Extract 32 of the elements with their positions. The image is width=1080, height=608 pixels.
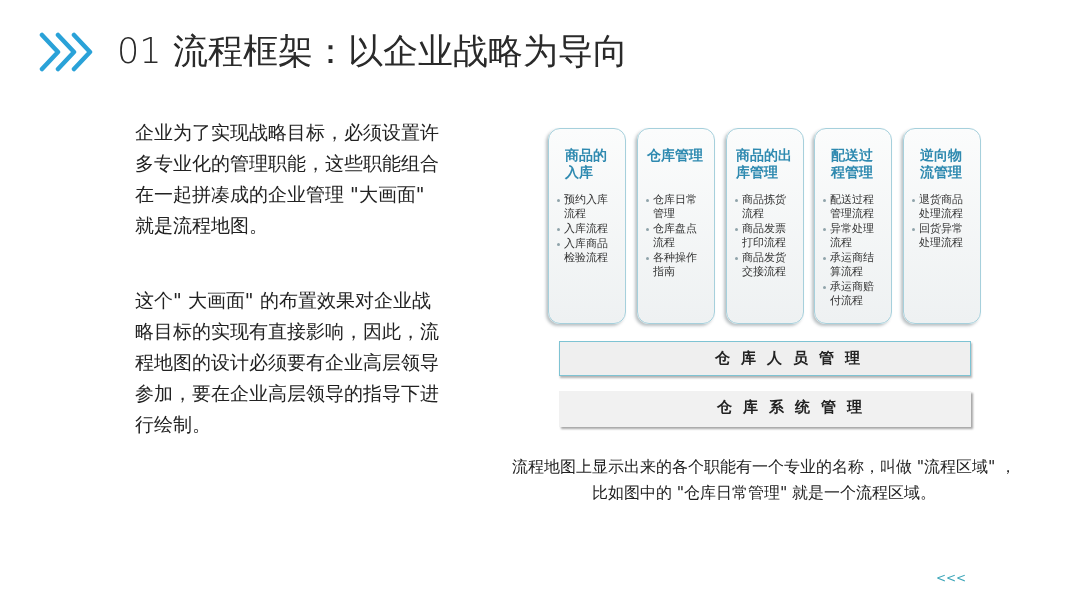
list-item: 仓库盘点流程 xyxy=(653,222,698,250)
list-item: 各种操作指南 xyxy=(653,251,698,279)
card-heading: 商品的出库管理 xyxy=(736,147,793,181)
process-card xyxy=(548,128,626,324)
list-item: 商品发票打印流程 xyxy=(742,222,787,250)
nav-text: <<< xyxy=(936,571,967,585)
process-card xyxy=(637,128,715,324)
page-title: 01 流程框架：以企业战略为导向 xyxy=(117,30,628,73)
card-heading: 配送过程管理 xyxy=(831,147,874,181)
card-heading: 逆向物流管理 xyxy=(920,147,963,181)
list-item: 退货商品处理流程 xyxy=(919,193,964,221)
paragraph: 企业为了实现战略目标，必须设置许多专业化的管理职能，这些职能组合在一起拼凑成的企业管理 "大画面" 就是流程地图。 xyxy=(135,120,440,238)
caption: 流程地图上显示出来的各个职能有一个专业的名称，叫做 "流程区域" ，比如图中的 "仓库日常管理" 就是一个流程区域。 xyxy=(510,456,1018,504)
list-item: 仓库日常管理 xyxy=(653,193,698,221)
list-item: 异常处理流程 xyxy=(830,222,875,250)
band: 仓库系统管理 xyxy=(559,391,971,427)
list-item: 商品发货交接流程 xyxy=(742,251,787,279)
process-card xyxy=(903,128,981,324)
list-item: 承运商赔付流程 xyxy=(830,280,875,308)
paragraph: 这个" 大画面" 的布置效果对企业战略目标的实现有直接影响，因此，流程地图的设计必须要有企业高层领导参加，要在企业高层领导的指导下进行绘制。 xyxy=(135,288,440,437)
list-item: 入库商品检验流程 xyxy=(564,237,609,265)
list-item: 承运商结算流程 xyxy=(830,251,875,279)
list-item: 商品拣货流程 xyxy=(742,193,787,221)
card-heading: 仓库管理 xyxy=(647,147,704,165)
band: 仓库人员管理 xyxy=(559,341,971,376)
process-card xyxy=(726,128,804,324)
list-item: 配送过程管理流程 xyxy=(830,193,875,221)
card-heading: 商品的入库 xyxy=(565,147,608,181)
list-item: 回货异常处理流程 xyxy=(919,222,964,250)
list-item: 预约入库流程 xyxy=(564,193,609,221)
list-item: 入库流程 xyxy=(564,222,609,236)
process-card xyxy=(814,128,892,324)
